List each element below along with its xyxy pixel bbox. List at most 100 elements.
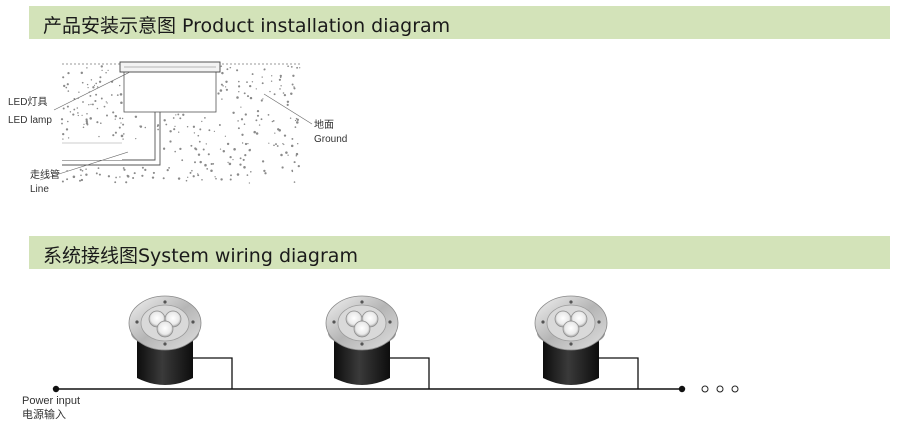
led-lens <box>562 320 580 338</box>
ground-speckle <box>85 121 89 125</box>
ground-speckle <box>107 175 111 178</box>
ground-speckle <box>96 121 99 124</box>
ground-speckle <box>280 153 283 157</box>
ground-speckle <box>100 122 102 124</box>
ground-speckle <box>192 175 195 178</box>
ground-speckle <box>291 137 294 140</box>
ground-speckle <box>72 113 75 116</box>
line-label-en: Line <box>30 184 49 195</box>
ground-speckle <box>163 119 166 122</box>
ground-speckle <box>272 120 275 122</box>
ground-speckle <box>264 172 267 175</box>
ground-speckle <box>210 162 213 166</box>
lamp-screw <box>360 342 364 346</box>
ground-speckle <box>144 126 147 129</box>
ground-speckle <box>275 143 277 146</box>
ground-speckle <box>241 142 244 144</box>
ground-speckle <box>179 117 182 120</box>
ground-speckle <box>270 80 273 82</box>
lamp-screw <box>135 320 139 324</box>
ground-speckle <box>248 148 251 152</box>
continuation-dot-2 <box>716 385 724 393</box>
ground-speckle <box>100 97 103 100</box>
ground-speckle <box>249 84 252 88</box>
ground-speckle <box>107 69 109 72</box>
ground-speckle <box>93 84 96 86</box>
ground-speckle <box>204 117 206 119</box>
lamp-chain <box>128 295 639 389</box>
ground-speckle <box>81 114 83 117</box>
ground-speckle <box>273 93 276 96</box>
ground-speckle <box>185 179 188 182</box>
ground-speckle <box>237 120 239 122</box>
ground-speckle <box>89 94 92 97</box>
ground-speckle <box>67 90 70 92</box>
ground-speckle <box>95 82 98 85</box>
ground-speckle <box>80 178 84 182</box>
ground-speckle <box>295 154 298 157</box>
ground-speckle <box>192 125 196 128</box>
ground-speckle <box>162 177 165 180</box>
ground-speckle <box>114 131 117 134</box>
ground-speckle <box>85 118 88 121</box>
ground-speckle <box>152 171 155 174</box>
ground-speckle <box>296 66 299 69</box>
ground-speckle <box>251 73 254 76</box>
ground-speckle <box>224 135 227 137</box>
ground-speckle <box>79 179 81 182</box>
ground-speckle <box>60 118 64 121</box>
ground-speckle <box>212 162 215 165</box>
conduit-gap <box>62 143 122 160</box>
ground-speckle <box>236 96 239 99</box>
ground-speckle <box>269 90 271 93</box>
ground-speckle <box>165 123 168 126</box>
ground-speckle <box>243 166 246 169</box>
ground-speckle <box>267 114 270 116</box>
ground-speckle <box>248 182 251 184</box>
ground-speckle <box>222 85 224 87</box>
ground-speckle <box>114 118 116 120</box>
ground-speckle <box>172 117 175 119</box>
power-input-label-cn: 电源输入 <box>22 407 66 421</box>
ground-speckle <box>238 85 241 88</box>
ground-speckle <box>221 71 224 75</box>
ground-speckle <box>255 132 259 135</box>
ground-speckle <box>290 144 294 148</box>
ground-speckle <box>261 76 263 78</box>
ground-speckle <box>238 91 240 93</box>
ground-speckle <box>99 76 102 79</box>
ground-speckle <box>255 88 257 90</box>
ground-speckle <box>105 101 107 103</box>
ground-label-en: Ground <box>314 134 347 145</box>
ground-speckle <box>208 129 211 132</box>
ground-speckle <box>240 106 242 108</box>
ground-speckle <box>247 142 249 145</box>
ground-speckle <box>79 168 82 171</box>
ground-speckle <box>82 101 84 103</box>
ground-speckle <box>271 120 274 123</box>
ground-speckle <box>239 163 242 166</box>
ground-speckle <box>236 69 239 72</box>
ground-speckle <box>65 128 69 131</box>
wiring-section-title: 系统接线图System wiring diagram <box>43 245 358 267</box>
ground-speckle <box>294 126 297 128</box>
ground-speckle <box>91 103 94 106</box>
ground-speckle <box>81 81 84 84</box>
ground-speckle <box>225 88 229 91</box>
continuation-dot-1 <box>701 385 709 393</box>
wiring-lamp <box>325 295 430 389</box>
ground-speckle <box>258 124 261 126</box>
ground-speckle <box>114 181 117 184</box>
ground-speckle <box>261 160 265 163</box>
ground-speckle <box>168 166 171 169</box>
lamp-label-en: LED lamp <box>8 115 52 126</box>
ground-speckle <box>290 92 293 96</box>
ground-speckle <box>276 145 279 147</box>
ground-speckle <box>214 176 216 178</box>
lamp-screw <box>597 320 601 324</box>
installation-section-title: 产品安装示意图 Product installation diagram <box>43 15 451 37</box>
ground-speckle <box>134 115 138 119</box>
ground-speckle <box>115 176 117 179</box>
ground-speckle <box>95 172 98 175</box>
ground-speckle <box>220 65 223 68</box>
